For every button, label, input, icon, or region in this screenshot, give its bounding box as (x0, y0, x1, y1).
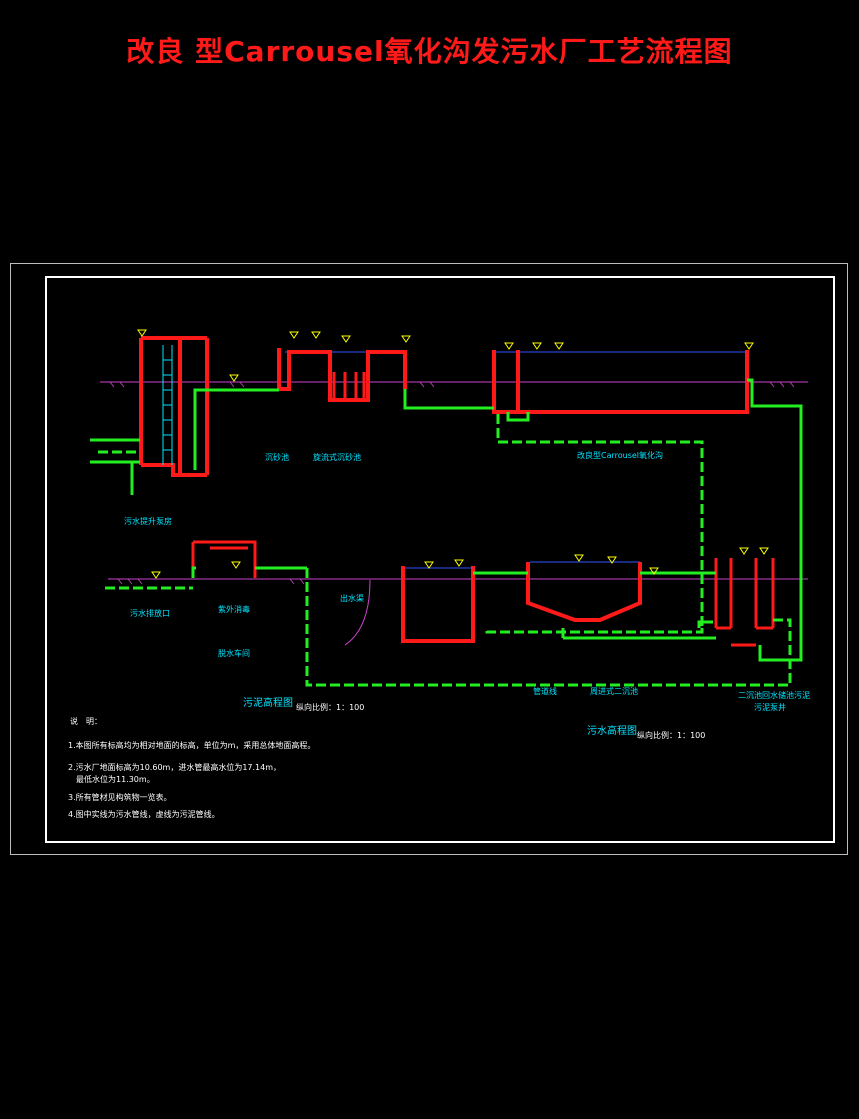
thickener (714, 558, 775, 647)
sewage-profile-scale: 纵向比例：1：100 (637, 730, 705, 740)
sand-separator (332, 372, 366, 400)
note-item: 4.图中实线为污水管线，虚线为污泥管线。 (68, 809, 220, 819)
label-grit-chamber: 沉砂池 (265, 452, 289, 462)
note-item: 2.污水厂地面标高为10.60m，进水管最高水位为17.14m， (68, 762, 281, 772)
drawing-inner-frame (45, 276, 835, 843)
sludge-pipes (98, 414, 792, 687)
uv-channel (191, 540, 257, 578)
clarifier-tank (401, 566, 475, 643)
sludge-profile-title: 污泥高程图 (243, 696, 293, 709)
drawing-outer-frame (10, 263, 848, 855)
level-markers (137, 329, 769, 579)
ladder (162, 345, 173, 465)
label-pipe: 管道线 (533, 686, 557, 696)
note-item: 3.所有管材见构筑物一览表。 (68, 792, 172, 802)
note-item: 1.本图所有标高均为相对地面的标高，单位为m，采用总体地面高程。 (68, 740, 315, 750)
label-outfall: 污水排放口 (130, 608, 170, 618)
note-item: 最低水位为11.30m。 (68, 774, 155, 784)
ground-lines (100, 381, 808, 580)
label-effluent-channel: 出水渠 (340, 593, 364, 603)
sewage-pipes (90, 378, 803, 662)
ground-hatch (109, 381, 795, 585)
label-uv-disinfection: 紫外消毒 (218, 604, 250, 614)
sludge-profile-scale: 纵向比例：1：100 (296, 702, 364, 712)
notes-heading: 说 明： (70, 716, 102, 726)
label-final-clarifier: 周进式二沉池 (590, 686, 638, 696)
structures (139, 336, 775, 647)
label-thickener: 二沉池回水储池污泥 (738, 690, 810, 700)
label-sand-separator: 旋流式沉砂池 (313, 452, 361, 462)
page-title: 改良 型Carrousel氧化沟发污水厂工艺流程图 (126, 35, 733, 68)
label-sludge-pump-well: 污泥泵井 (754, 702, 786, 712)
oxidation-ditch (492, 350, 749, 414)
grit-chamber (277, 348, 407, 402)
notes-block: 说 明： 1.本图所有标高均为相对地面的标高，单位为m，采用总体地面高程。 2.… (68, 716, 315, 819)
label-sludge-dewatering: 脱水车间 (218, 648, 250, 658)
label-lift-pump: 污水提升泵房 (124, 516, 172, 526)
outfall-curve (344, 579, 371, 646)
sewage-profile-title: 污水高程图 (587, 724, 637, 737)
secondary-clarifier (526, 562, 642, 622)
label-oxidation-ditch: 改良型Carrousel氧化沟 (577, 450, 663, 460)
lift-pump-house (139, 336, 209, 477)
